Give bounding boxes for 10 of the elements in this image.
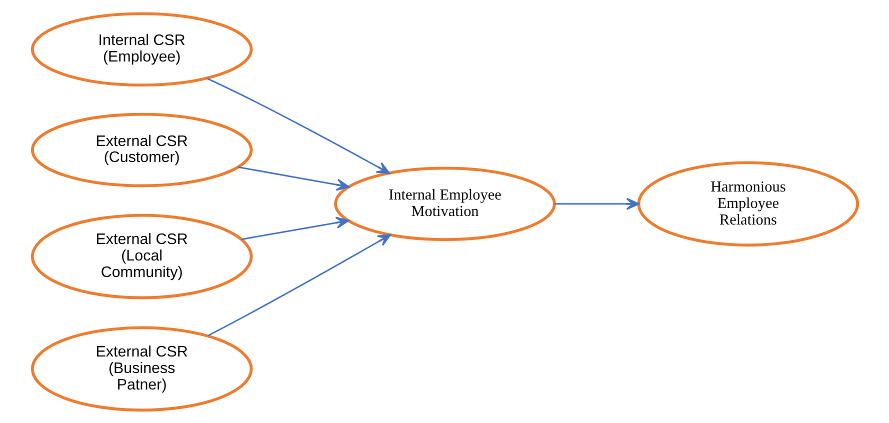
arrow [206, 77, 390, 174]
arrow [238, 166, 349, 190]
arrow [554, 197, 639, 210]
arrow [240, 216, 348, 240]
node-ellipse: Harmonious Employee Relations [636, 160, 859, 246]
node-ellipse: Internal CSR (Employee) [30, 12, 252, 86]
node-ellipse: External CSR (Business Patner) [30, 326, 252, 412]
node-ellipse: External CSR (Customer) [30, 112, 252, 187]
arrow [207, 234, 390, 336]
node-ellipse: External CSR (Local Community) [30, 213, 252, 299]
